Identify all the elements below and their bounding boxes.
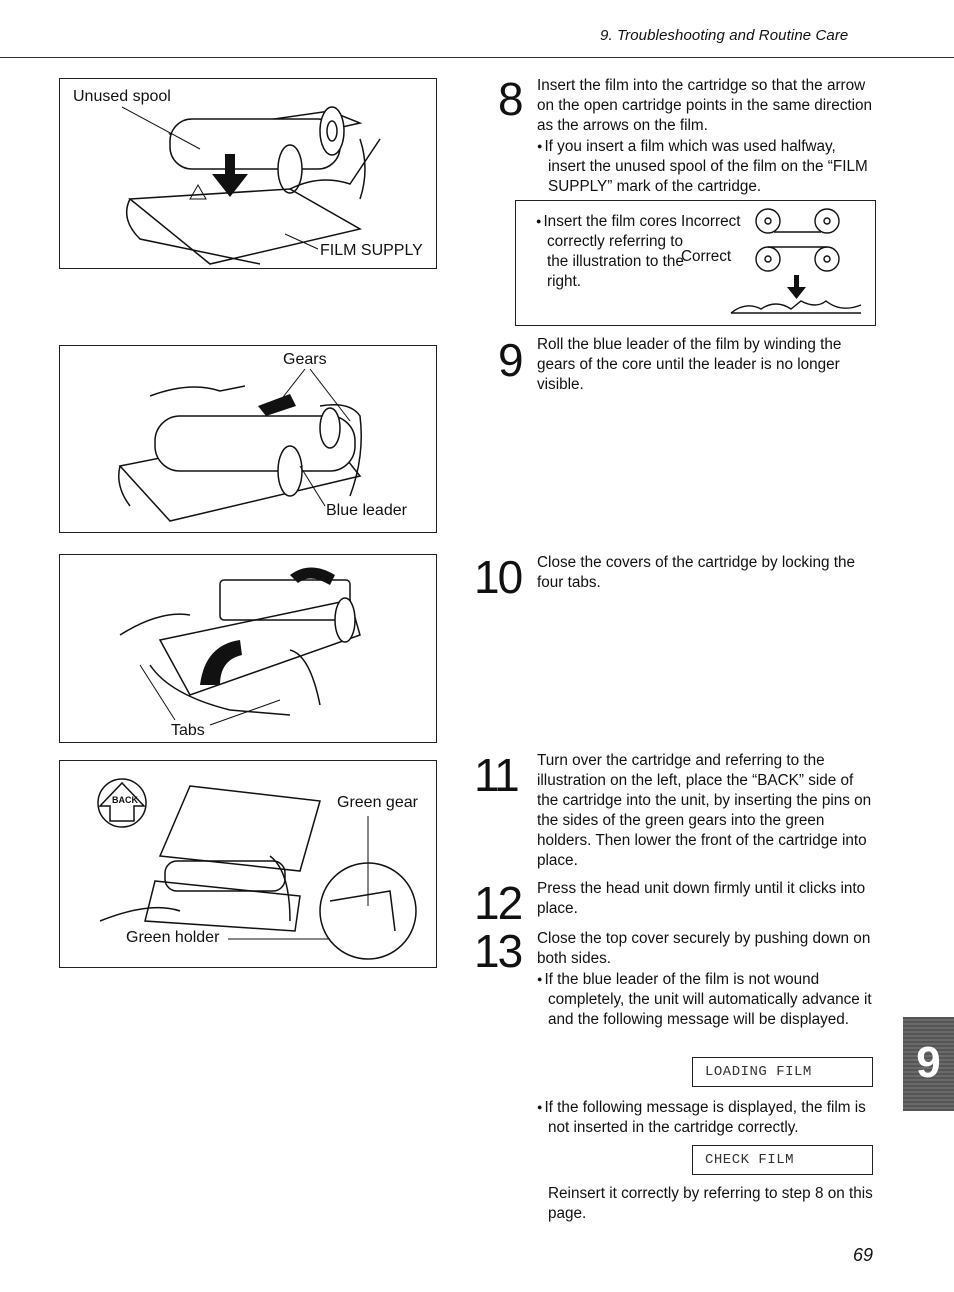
label-green-holder: Green holder bbox=[126, 929, 220, 946]
step-10-number: 10 bbox=[474, 551, 523, 603]
figure-insert-cartridge: BACK Green gear Green holder bbox=[59, 760, 437, 968]
hands-winding-illustration bbox=[118, 368, 362, 522]
label-tabs: Tabs bbox=[171, 722, 205, 739]
page-number: 69 bbox=[853, 1245, 874, 1265]
step-10-text: Close the covers of the cartridge by loc… bbox=[537, 554, 856, 591]
cartridge-illustration bbox=[121, 106, 381, 265]
label-blue-leader: Blue leader bbox=[326, 502, 407, 519]
display-check-film: CHECK FILM bbox=[692, 1145, 873, 1175]
film-core-note-box: Insert the film cores correctly referrin… bbox=[515, 200, 876, 326]
core-orientation-diagram bbox=[730, 208, 862, 314]
label-correct: Correct bbox=[681, 248, 732, 265]
step-13-number: 13 bbox=[474, 925, 523, 977]
chapter-tab-label: 9 bbox=[916, 1038, 941, 1087]
note-text: Insert the film cores correctly referrin… bbox=[536, 211, 697, 292]
step-13-text: Close the top cover securely by pushing … bbox=[537, 929, 877, 1030]
step-13-final-text: Reinsert it correctly by referring to st… bbox=[548, 1185, 873, 1222]
step-8-body: Insert the film into the cartridge so th… bbox=[537, 77, 873, 134]
step-9-number: 9 bbox=[498, 334, 524, 386]
step-8-bullet: If you insert a film which was used half… bbox=[537, 136, 877, 197]
step-13-bullet-2: If the following message is displayed, t… bbox=[537, 1097, 888, 1138]
label-incorrect: Incorrect bbox=[681, 213, 741, 230]
chapter-tab: 9 bbox=[903, 1017, 954, 1111]
step-12-number: 12 bbox=[474, 877, 523, 929]
step-8-number: 8 bbox=[498, 73, 524, 125]
label-back: BACK bbox=[112, 795, 138, 805]
label-unused-spool: Unused spool bbox=[73, 88, 171, 105]
page-header-title: 9. Troubleshooting and Routine Care bbox=[600, 27, 849, 44]
label-gears: Gears bbox=[283, 351, 327, 368]
label-film-supply: FILM SUPPLY bbox=[320, 242, 423, 259]
header-divider bbox=[0, 57, 954, 58]
label-green-gear: Green gear bbox=[337, 794, 418, 811]
step-13-bullet-1: If the blue leader of the film is not wo… bbox=[537, 969, 877, 1030]
unit-insertion-illustration bbox=[97, 778, 417, 960]
figure-insert-film: Unused spool FILM SUPPLY bbox=[59, 78, 437, 269]
display-loading-film: LOADING FILM bbox=[692, 1057, 873, 1087]
cartridge-closing-illustration bbox=[119, 567, 361, 726]
step-13-body: Close the top cover securely by pushing … bbox=[537, 930, 871, 967]
step-12-text: Press the head unit down firmly until it… bbox=[537, 880, 866, 917]
step-11-number: 11 bbox=[474, 749, 520, 801]
figure-close-covers: Tabs bbox=[59, 554, 437, 743]
step-8-text: Insert the film into the cartridge so th… bbox=[537, 76, 877, 197]
figure-roll-leader: Gears Blue leader bbox=[59, 345, 437, 533]
step-11-text: Turn over the cartridge and referring to… bbox=[537, 752, 872, 869]
step-9-text: Roll the blue leader of the film by wind… bbox=[537, 336, 842, 393]
